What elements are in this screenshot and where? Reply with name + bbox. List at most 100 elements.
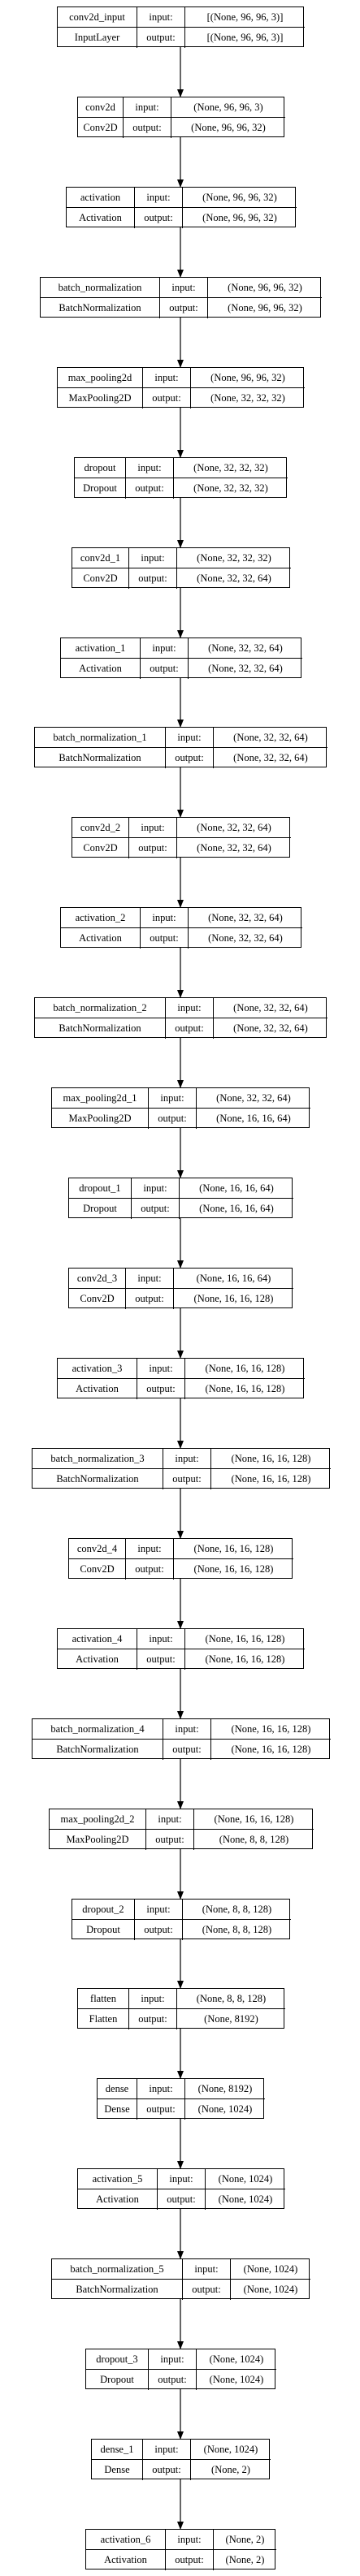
layer-name: conv2d_input bbox=[58, 7, 137, 28]
output-shape: (None, 32, 32, 64) bbox=[197, 842, 271, 854]
input-shape: (None, 32, 32, 32) bbox=[174, 458, 288, 478]
layer-type: MaxPooling2D bbox=[50, 1830, 146, 1850]
layer-name: batch_normalization_3 bbox=[33, 1449, 163, 1469]
input-shape: (None, 32, 32, 64) bbox=[189, 908, 302, 928]
output-label: output: bbox=[163, 1469, 211, 1489]
layer-type: Activation bbox=[58, 1649, 137, 1670]
layer-name: dense bbox=[98, 2079, 137, 2099]
input-label: input: bbox=[137, 1359, 185, 1379]
layer-name: conv2d_1 bbox=[72, 548, 129, 568]
input-label: input: bbox=[146, 1809, 194, 1830]
input-label: input: bbox=[163, 1449, 211, 1469]
layer-type: Dropout bbox=[75, 478, 126, 499]
output-shape: (None, 32, 32, 64) bbox=[233, 1022, 308, 1034]
input-label: input: bbox=[135, 188, 183, 208]
output-label: output: bbox=[137, 2099, 185, 2120]
input-shape: (None, 16, 16, 128) bbox=[174, 1539, 293, 1559]
input-label: input: bbox=[126, 1269, 174, 1289]
input-shape: (None, 16, 16, 64) bbox=[174, 1269, 293, 1289]
input-shape: (None, 32, 32, 64) bbox=[214, 998, 327, 1018]
layer-name: activation bbox=[67, 188, 135, 208]
output-label: output: bbox=[166, 1018, 214, 1039]
output-label: output: bbox=[132, 1199, 180, 1219]
layer-name: batch_normalization_2 bbox=[35, 998, 166, 1018]
output-label: output: bbox=[160, 298, 208, 318]
layer-type: Flatten bbox=[78, 2009, 129, 2029]
input-label: input: bbox=[160, 278, 208, 298]
output-shape: (None, 16, 16, 128) bbox=[193, 1563, 274, 1575]
layer-name: dropout_2 bbox=[72, 1900, 135, 1920]
input-shape: (None, 1024) bbox=[206, 2169, 285, 2189]
layer-type: Dropout bbox=[69, 1199, 132, 1219]
input-shape: (None, 16, 16, 128) bbox=[185, 1359, 305, 1379]
output-shape: (None, 16, 16, 128) bbox=[231, 1744, 311, 1755]
input-label: input: bbox=[143, 2440, 191, 2460]
input-shape: (None, 32, 32, 64) bbox=[197, 1088, 310, 1109]
layer-type: Conv2D bbox=[72, 838, 129, 858]
input-shape: (None, 96, 96, 32) bbox=[191, 368, 305, 388]
layer-type: MaxPooling2D bbox=[52, 1109, 149, 1129]
layer-type: Dropout bbox=[72, 1920, 135, 1940]
output-label: output: bbox=[146, 1830, 194, 1850]
layer-name: activation_4 bbox=[58, 1629, 137, 1649]
output-shape: (None, 16, 16, 64) bbox=[199, 1203, 274, 1214]
input-shape: (None, 32, 32, 64) bbox=[214, 728, 327, 748]
layer-type: Activation bbox=[61, 928, 141, 949]
layer-type: Activation bbox=[67, 208, 135, 228]
output-label: output: bbox=[166, 2550, 214, 2570]
layer-type: Activation bbox=[78, 2189, 158, 2210]
output-label: output: bbox=[143, 388, 191, 408]
output-label: output: bbox=[137, 1379, 185, 1399]
input-shape: (None, 16, 16, 128) bbox=[211, 1449, 331, 1469]
output-shape: (None, 32, 32, 64) bbox=[208, 663, 283, 674]
output-shape: (None, 32, 32, 64) bbox=[233, 752, 308, 763]
layer-type: BatchNormalization bbox=[33, 1469, 163, 1489]
output-label: output: bbox=[135, 1920, 183, 1940]
layer-name: conv2d_2 bbox=[72, 818, 129, 838]
output-shape: (None, 2) bbox=[225, 2554, 265, 2565]
input-label: input: bbox=[166, 728, 214, 748]
layer-name: flatten bbox=[78, 1989, 129, 2009]
input-shape: (None, 16, 16, 128) bbox=[194, 1809, 314, 1830]
layer-type: BatchNormalization bbox=[35, 748, 166, 768]
output-shape: (None, 96, 96, 32) bbox=[228, 302, 302, 313]
output-shape: (None, 8, 8, 128) bbox=[202, 1924, 272, 1935]
input-label: input: bbox=[132, 1178, 180, 1199]
input-label: input: bbox=[137, 2079, 185, 2099]
output-shape: (None, 32, 32, 32) bbox=[193, 482, 268, 494]
input-label: input: bbox=[124, 97, 171, 118]
layer-name: batch_normalization bbox=[41, 278, 160, 298]
output-shape: (None, 8, 8, 128) bbox=[219, 1834, 289, 1845]
output-label: output: bbox=[141, 659, 189, 679]
output-label: output: bbox=[158, 2189, 206, 2210]
output-label: output: bbox=[129, 838, 177, 858]
output-shape: (None, 32, 32, 64) bbox=[197, 573, 271, 584]
input-label: input: bbox=[141, 638, 189, 659]
output-label: output: bbox=[163, 1740, 211, 1760]
input-shape: (None, 32, 32, 64) bbox=[189, 638, 302, 659]
input-shape: (None, 8192) bbox=[185, 2079, 265, 2099]
output-label: output: bbox=[166, 748, 214, 768]
layer-name: batch_normalization_5 bbox=[52, 2259, 183, 2280]
output-label: output: bbox=[149, 2370, 197, 2390]
layer-name: conv2d_4 bbox=[69, 1539, 126, 1559]
input-label: input: bbox=[137, 7, 185, 28]
